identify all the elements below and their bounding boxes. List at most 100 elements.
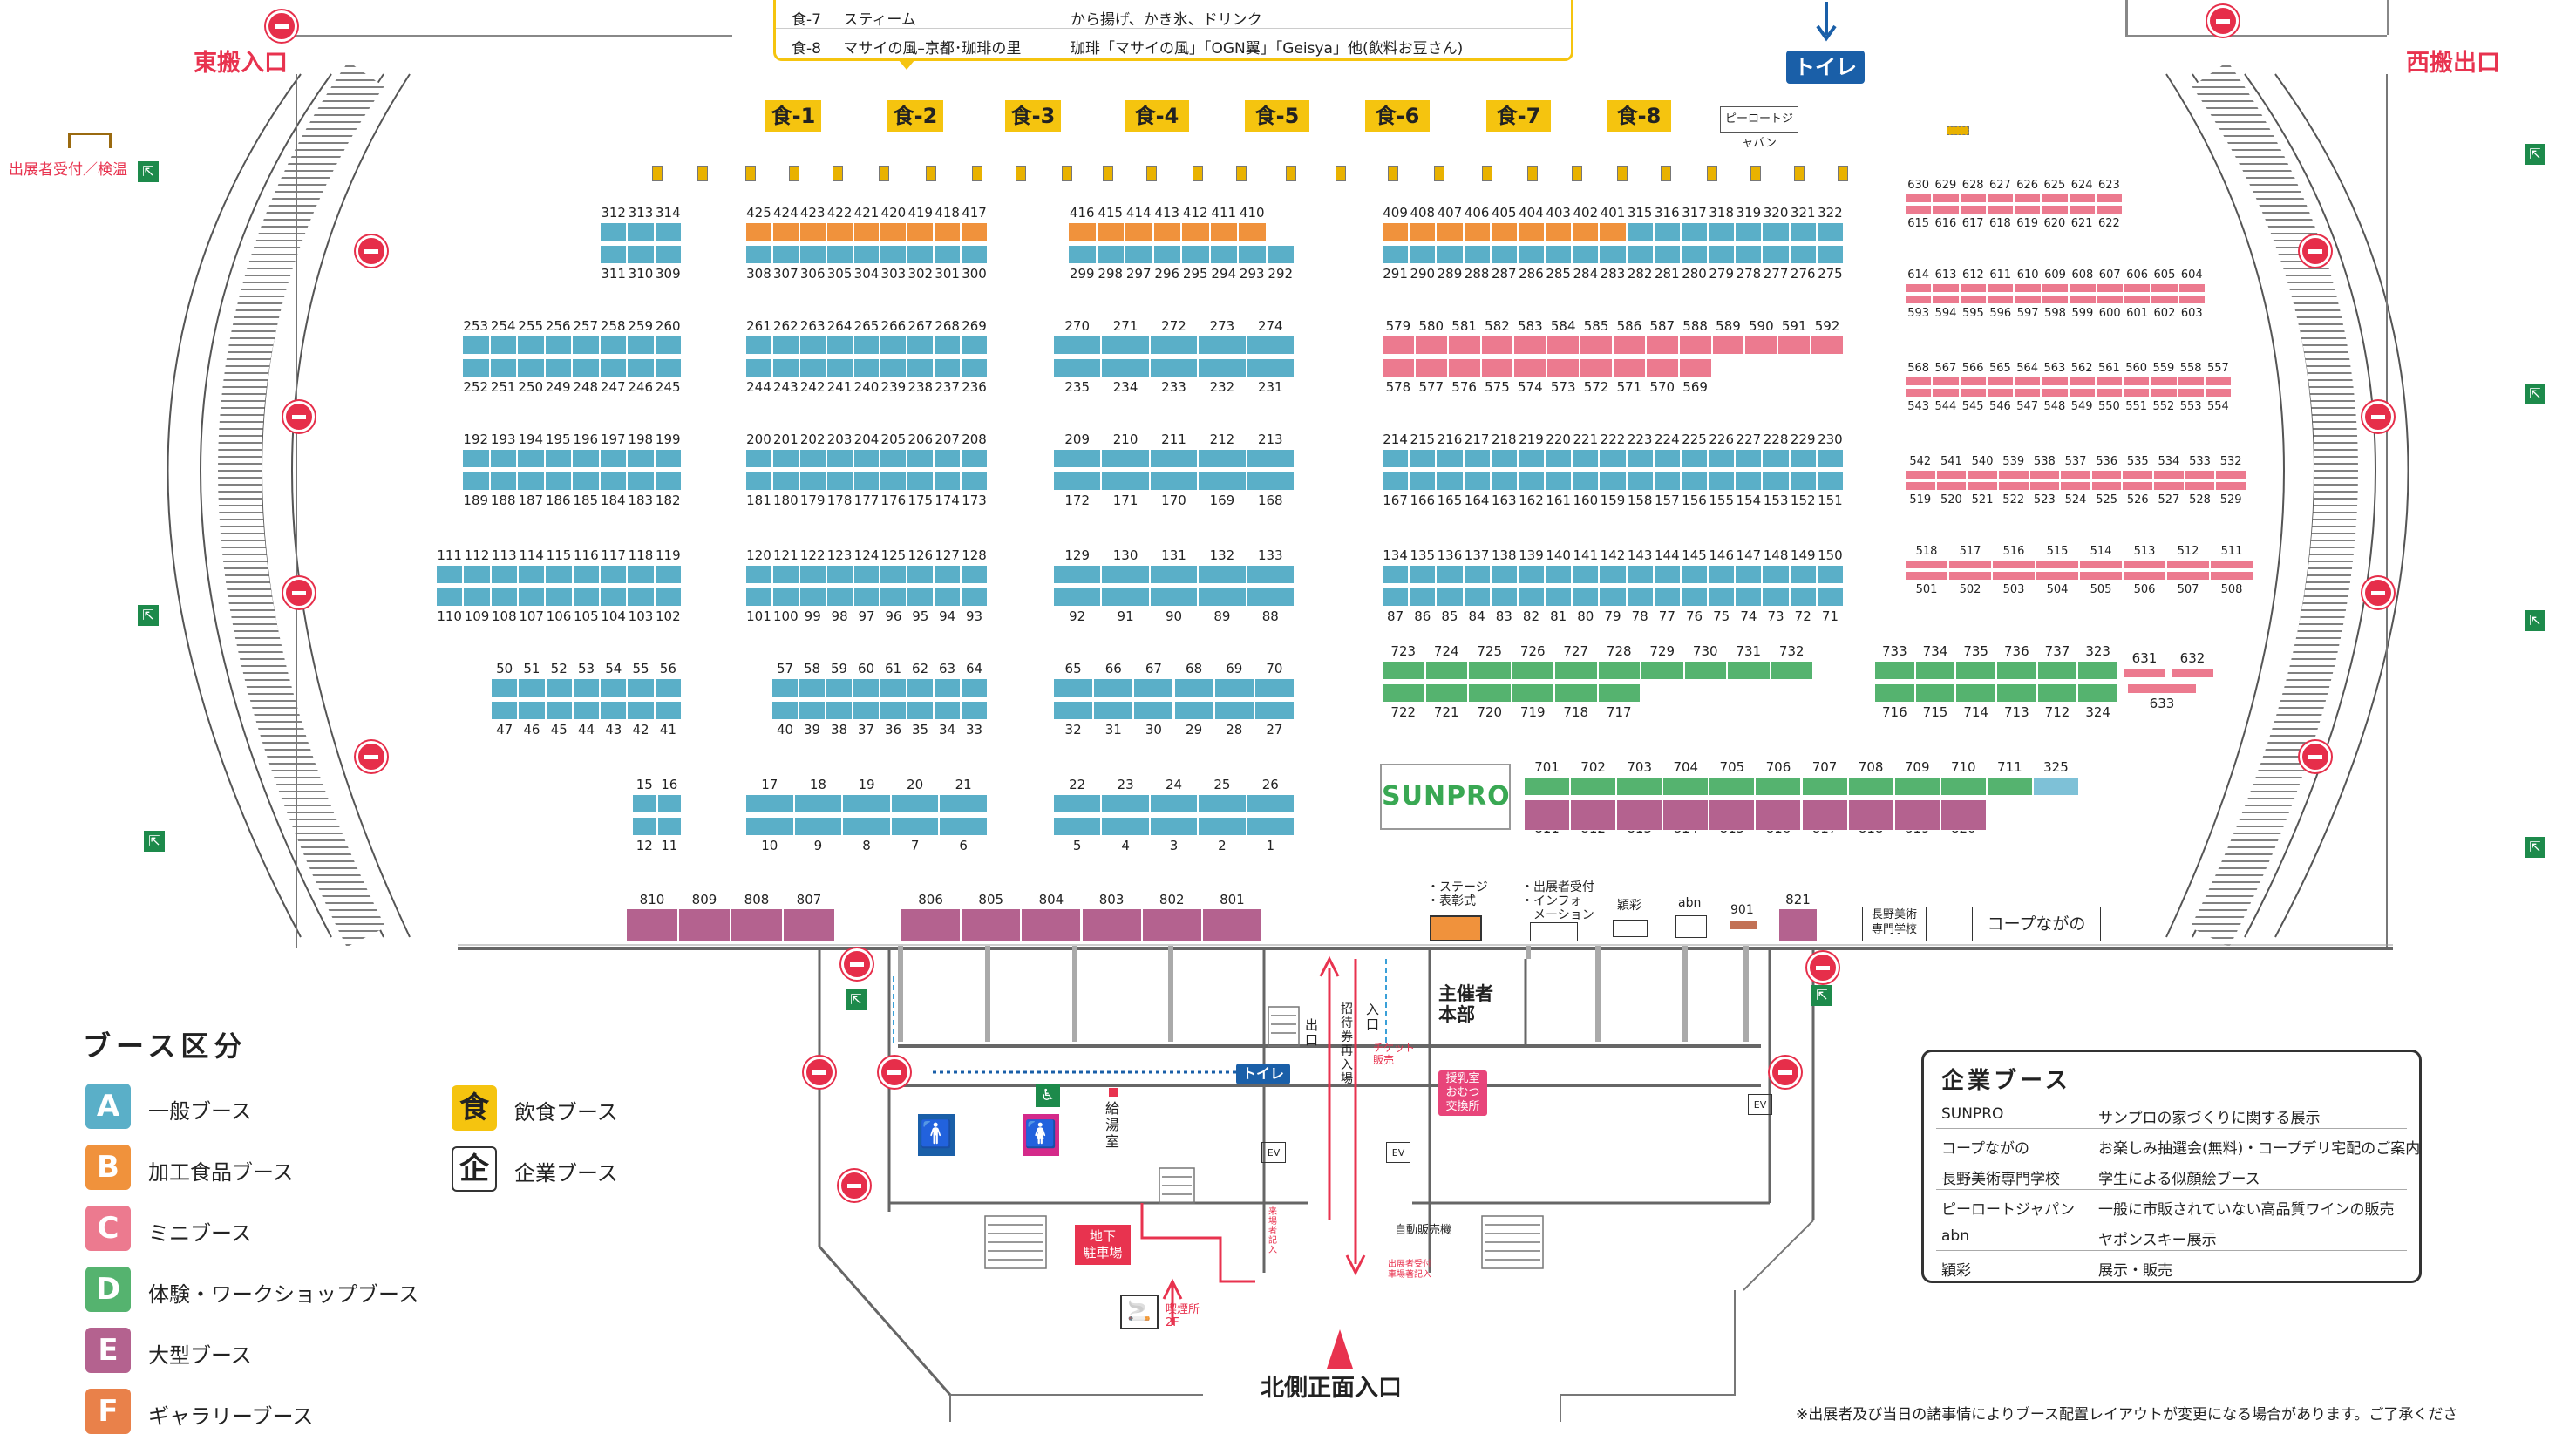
booth[interactable] [1680,565,1709,584]
booth[interactable] [961,701,988,720]
booth[interactable] [2210,560,2253,569]
booth[interactable] [961,472,988,491]
booth[interactable] [826,678,853,697]
booth[interactable] [545,588,573,607]
booth[interactable] [544,472,572,491]
booth[interactable] [907,222,935,241]
booth[interactable] [907,358,935,377]
booth[interactable] [1068,245,1097,264]
booth[interactable] [745,588,772,607]
booth[interactable] [2178,295,2206,304]
booth[interactable] [1955,683,1996,703]
booth[interactable] [1996,683,2037,703]
booth[interactable] [654,588,682,607]
booth[interactable] [2123,388,2151,398]
booth[interactable] [826,449,853,468]
booth[interactable] [2151,283,2178,293]
booth[interactable] [1198,565,1247,584]
booth[interactable] [799,565,826,584]
booth[interactable] [799,358,826,377]
booth[interactable] [799,449,826,468]
booth[interactable] [934,245,962,264]
booth[interactable] [627,678,655,697]
booth[interactable] [853,678,880,697]
booth[interactable] [1762,472,1790,491]
booth[interactable] [1599,222,1627,241]
booth[interactable] [2184,481,2216,491]
underground-parking[interactable]: 地下 駐車場 [1075,1225,1131,1265]
booth[interactable] [1777,336,1811,355]
booth[interactable] [1570,777,1617,796]
booth[interactable] [1711,336,1745,355]
booth[interactable] [880,565,907,584]
booth[interactable] [654,336,682,355]
booth[interactable] [2122,470,2154,479]
booth[interactable] [1053,449,1102,468]
booth[interactable] [1053,678,1094,697]
booth[interactable] [1414,358,1448,377]
booth[interactable] [1735,449,1763,468]
booth[interactable] [842,794,891,813]
booth[interactable] [1152,222,1181,241]
booth[interactable] [1735,472,1763,491]
booth[interactable] [1680,222,1709,241]
booth[interactable] [1246,817,1295,836]
booth[interactable] [907,678,934,697]
booth[interactable] [1254,678,1295,697]
booth[interactable] [627,472,655,491]
booth[interactable] [1409,472,1437,491]
booth[interactable] [1653,472,1681,491]
booth[interactable] [771,245,799,264]
booth[interactable] [799,336,826,355]
booth[interactable] [2014,194,2042,203]
booth[interactable] [1409,565,1437,584]
booth[interactable] [518,565,546,584]
booth[interactable] [1546,336,1580,355]
booth[interactable] [1905,205,1933,214]
booth[interactable] [1524,777,1571,796]
booth[interactable] [880,701,907,720]
booth[interactable] [934,222,962,241]
booth[interactable] [890,794,940,813]
booth[interactable] [1382,449,1410,468]
booth[interactable] [2171,668,2214,678]
booth[interactable] [880,245,907,264]
booth[interactable] [771,472,799,491]
booth[interactable] [1133,678,1174,697]
booth[interactable] [907,701,934,720]
booth[interactable] [1987,283,2015,293]
booth[interactable] [880,678,907,697]
booth[interactable] [1093,701,1134,720]
booth[interactable] [1932,205,1960,214]
booth[interactable] [1490,472,1518,491]
booth[interactable] [1101,336,1150,355]
booth[interactable] [462,449,490,468]
booth[interactable] [1613,336,1646,355]
booth[interactable] [1201,908,1262,941]
booth[interactable] [1905,194,1933,203]
booth[interactable] [517,336,545,355]
booth[interactable] [2068,388,2096,398]
booth[interactable] [1463,588,1491,607]
booth[interactable] [2060,481,2091,491]
booth[interactable] [771,678,799,697]
booth[interactable] [1816,245,1844,264]
booth[interactable] [1409,245,1437,264]
booth[interactable] [1678,336,1712,355]
booth[interactable] [1996,661,2037,680]
booth[interactable] [961,908,1022,941]
booth[interactable] [654,245,682,264]
booth[interactable] [1932,377,1960,386]
food-booth[interactable]: 食-6 [1365,100,1430,132]
booth[interactable] [1093,678,1134,697]
booth[interactable] [1986,205,2014,214]
booth[interactable] [1599,472,1627,491]
booth[interactable] [626,908,678,941]
booth[interactable] [1801,777,1848,796]
booth[interactable] [1645,336,1679,355]
booth[interactable] [961,449,988,468]
booth[interactable] [2210,571,2253,581]
booth[interactable] [1708,222,1736,241]
booth[interactable] [1762,449,1790,468]
booth[interactable] [1238,222,1267,241]
